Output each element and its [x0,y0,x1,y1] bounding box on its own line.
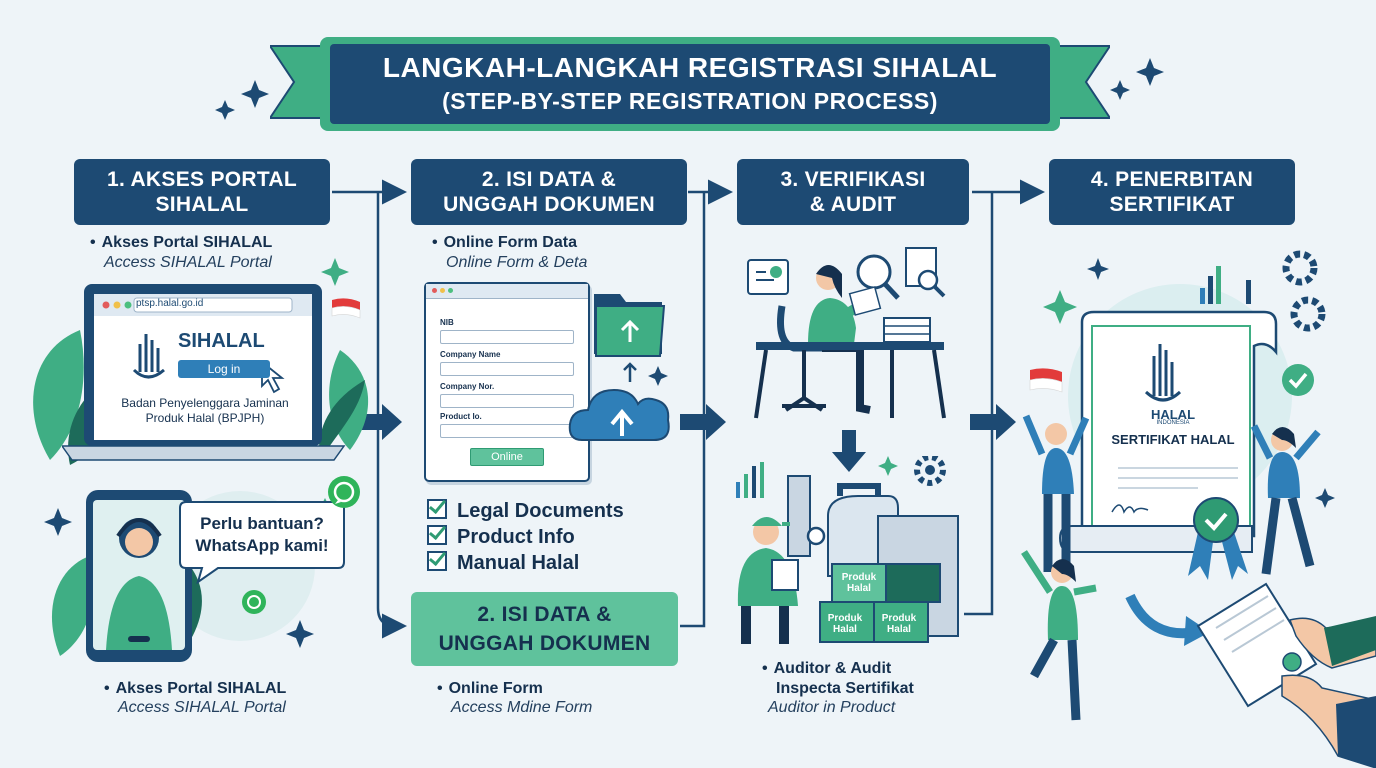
form-field-nib[interactable] [440,330,574,344]
agency-name-line2: Produk Halal (BPJPH) [145,411,265,425]
sparkle-icon [215,100,235,120]
form-titlebar [426,284,588,299]
sparkle-icon [1110,80,1130,100]
step-1-sub-bottom: Access SIHALAL Portal [118,699,286,716]
arrow-right-icon [970,404,1016,440]
checklist-item-product: Product Info [427,525,575,549]
crate-label: Produk Halal [827,613,863,635]
form-field-company-nor[interactable] [440,394,574,408]
sparkle-icon [878,456,898,476]
help-text: Perlu bantuan? WhatsApp kami! [186,513,338,557]
sparkle-icon [241,80,269,108]
step-3-bullet-line1: Auditor & Audit [762,660,892,678]
crate-box [831,563,887,603]
sparkle-icon [1043,290,1077,324]
certificate-country: INDONESIA [1156,420,1190,426]
checklist-label: Manual Halal [457,552,580,574]
upload-illustration [568,294,670,441]
page-title: LANGKAH-LANGKAH REGISTRASI SIHALAL [382,52,998,83]
sparkle-icon [1136,58,1164,86]
step-4-label-line2: SERTIFIKAT [1109,193,1235,216]
gear-icon [914,456,946,486]
agency-name: Badan Penyelenggara Jaminan Produk Halal… [96,396,314,426]
step-2-sub-bottom: Access Mdine Form [451,699,593,716]
sparkle-icon [321,258,349,286]
page-subtitle: (STEP-BY-STEP REGISTRATION PROCESS) [442,88,938,114]
sparkle-icon [648,366,668,386]
step-4-label-line1: 4. PENERBITAN [1090,168,1254,191]
agency-name-line1: Badan Penyelenggara Jaminan [121,396,289,410]
step-3-header: 3. VERIFIKASI & AUDIT [737,159,969,225]
step-1-bullet-bottom: Akses Portal SIHALAL [104,680,287,698]
checkbox-checked-icon [427,551,447,571]
step-4-header: 4. PENERBITAN SERTIFIKAT [1049,159,1295,225]
sparkle-icon [1315,488,1335,508]
document-check-icon [747,259,789,295]
help-text-line1: Perlu bantuan? [200,514,324,533]
step-2-bullet-bottom: Online Form [437,680,543,698]
clipboard-icon [771,559,799,591]
checklist-item-manual: Manual Halal [427,551,579,575]
check-circle-icon [1282,364,1314,396]
whatsapp-icon[interactable] [326,474,362,510]
crate-label: Produk Halal [881,613,917,635]
seal-icon [1193,497,1239,543]
step-3-label-line2: & AUDIT [809,193,897,216]
magnifier-icon [856,254,892,290]
checkbox-checked-icon [427,525,447,545]
whatsapp-small-icon[interactable] [240,588,268,616]
online-form-window: NIB Company Name Company Nor. Product Io… [424,282,590,482]
step-1-header: 1. AKSES PORTAL SIHALAL [74,159,330,225]
arrow-down-icon [832,430,866,472]
step-3-sub: Auditor in Product [768,699,896,716]
crate-label: Produk Halal [841,572,877,594]
step-1-label-line2: SIHALAL [155,193,249,216]
step-3-label-line1: 3. VERIFIKASI [780,168,926,191]
step-2-repeat-box: 2. ISI DATA & UNGGAH DOKUMEN [411,592,678,666]
indonesia-flag-icon [331,298,361,319]
step-1-sub-top: Access SIHALAL Portal [104,254,272,271]
form-field-product-id[interactable] [440,424,574,438]
form-field-label: Company Nor. [440,382,495,391]
form-field-label: Product Io. [440,412,482,421]
step-2-repeat-line1: 2. ISI DATA & [477,603,612,626]
step-1-bullet-top: Akses Portal SIHALAL [90,234,273,252]
form-field-label: NIB [440,318,454,327]
checklist-item-legal: Legal Documents [427,499,624,523]
login-button[interactable]: Log in [178,360,270,378]
sihalal-brand: SIHALAL [178,330,265,352]
certificate-title: SERTIFIKAT HALAL [1111,432,1235,447]
crate-box [885,563,941,603]
step-2-repeat-line2: UNGGAH DOKUMEN [438,632,651,655]
form-field-company-name[interactable] [440,362,574,376]
step-2-header: 2. ISI DATA & UNGGAH DOKUMEN [411,159,687,225]
sparkle-icon [44,508,72,536]
step-2-bullet-top: Online Form Data [432,234,577,252]
gear-icon [1290,296,1326,332]
checkbox-checked-icon [427,499,447,519]
factory-audit-illustration [736,456,959,644]
gear-icon [1282,250,1318,286]
help-text-line2: WhatsApp kami! [195,536,329,555]
sparkle-icon [286,620,314,648]
step-2-label-line2: UNGGAH DOKUMEN [443,193,655,216]
title-banner [270,37,1110,131]
verification-desk-illustration [747,247,946,419]
form-field-label: Company Name [440,350,501,359]
checklist-label: Legal Documents [457,500,624,522]
step-3-bullet-line2: Inspecta Sertifikat [776,680,914,697]
arrow-right-icon [358,404,402,440]
certificate-brand: HALAL [1150,407,1196,422]
checklist-label: Product Info [457,526,575,548]
sparkle-icon [1087,258,1109,280]
step-2-sub-top: Online Form & Deta [446,254,588,271]
form-submit-button[interactable]: Online [470,448,544,466]
certificate-illustration [1021,250,1376,768]
arrow-right-icon [680,404,726,440]
crate-box [819,601,875,643]
step-1-label-line1: 1. AKSES PORTAL [106,168,298,191]
step-2-label-line1: 2. ISI DATA & [481,168,617,191]
url-bar[interactable]: ptsp.halal.go.id [136,298,204,309]
